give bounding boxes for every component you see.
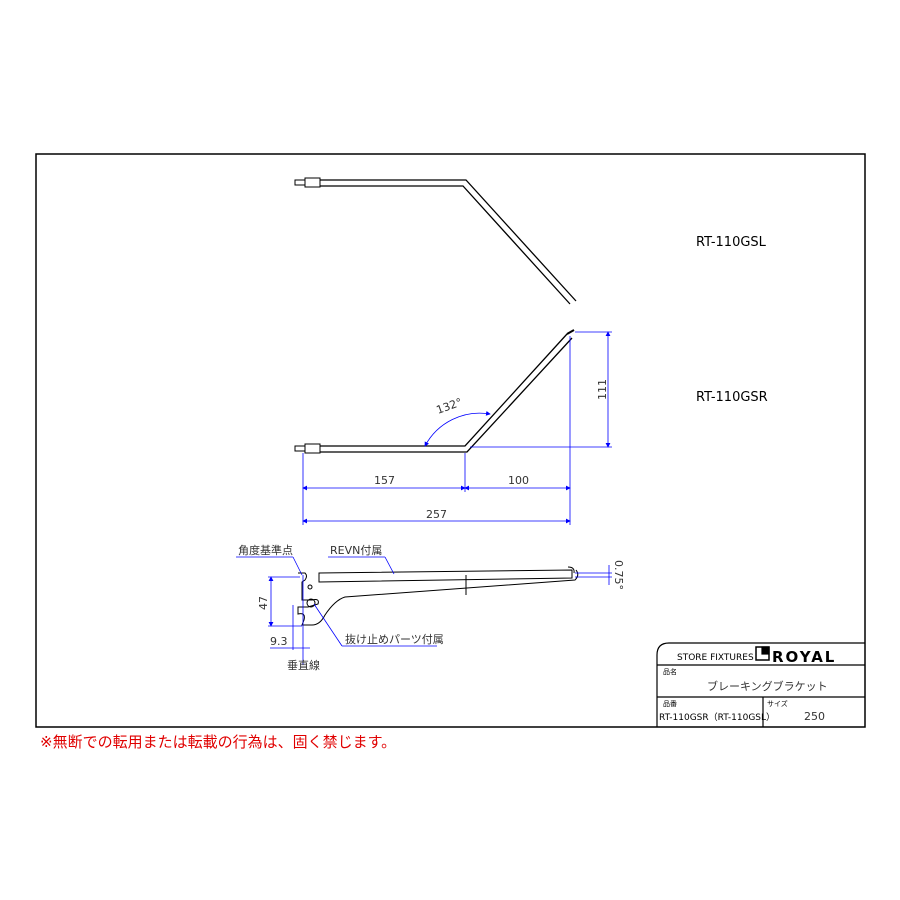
dim-angle: 132° [435, 396, 464, 417]
title-block [656, 642, 865, 727]
stopper-label: 抜け止めパーツ付属 [345, 632, 444, 646]
number-label: 品番 [663, 700, 677, 708]
dim-9-3: 9.3 [270, 635, 288, 648]
drawing-frame [35, 153, 866, 728]
product-size: 250 [804, 710, 825, 723]
model-right-label: RT-110GSR [696, 390, 768, 405]
vertical-line-label: 垂直線 [287, 658, 320, 672]
dim-111: 111 [596, 379, 609, 400]
bracket-side-view [297, 566, 579, 626]
angle-reference-label: 角度基準点 [238, 543, 293, 557]
dimension-lines [302, 331, 612, 525]
product-number: RT-110GSR（RT-110GSL） [659, 712, 775, 723]
dim-257: 257 [426, 508, 447, 521]
dim-100: 100 [508, 474, 529, 487]
copyright-warning: ※無断での転用または転載の行為は、固く禁じます。 [40, 733, 397, 751]
revn-label: REVN付属 [330, 544, 382, 557]
bracket-top-view-right [294, 329, 575, 454]
company-label: STORE FIXTURES [677, 653, 754, 663]
dim-47: 47 [257, 596, 270, 610]
model-left-label: RT-110GSL [696, 235, 767, 250]
brand-logo: ROYAL [772, 648, 836, 666]
product-name: ブレーキングブラケット [707, 679, 828, 693]
dim-157: 157 [374, 474, 395, 487]
size-label: サイズ [767, 699, 788, 708]
bracket-top-view-left [294, 177, 577, 305]
dim-tilt: 0.75° [612, 560, 625, 590]
side-view-dimension-lines [236, 556, 612, 665]
name-label: 品名 [663, 667, 677, 676]
